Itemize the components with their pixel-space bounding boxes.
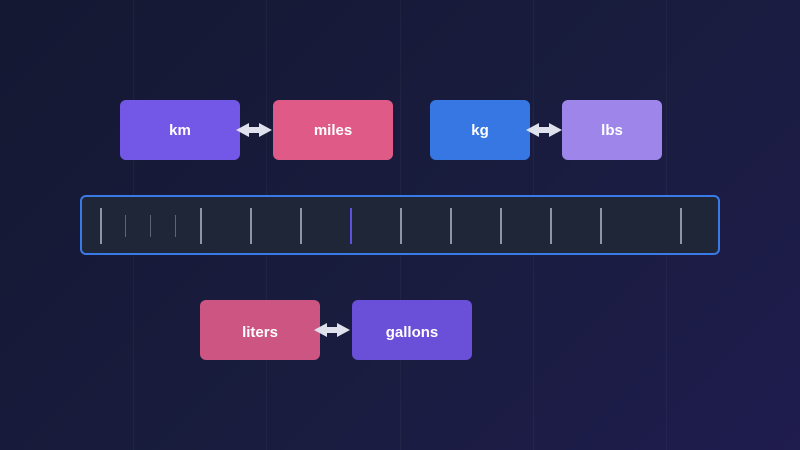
- ruler-tick: [400, 208, 402, 244]
- unit-label-lbs: lbs: [601, 121, 623, 139]
- double-arrow-swap-icon: [314, 323, 350, 337]
- ruler-tick: [100, 208, 102, 244]
- ruler-tick: [680, 208, 682, 244]
- unit-button-miles[interactable]: miles: [273, 100, 393, 160]
- unit-label-gallons: gallons: [385, 323, 439, 341]
- swap-kg-lbs-button[interactable]: [526, 122, 562, 138]
- ruler-tick: [150, 215, 151, 237]
- unit-label-kg: kg: [471, 121, 489, 139]
- swap-liters-gallons-button[interactable]: [314, 322, 350, 338]
- ruler-tick: [175, 215, 176, 237]
- swap-km-miles-button[interactable]: [236, 122, 272, 138]
- double-arrow-swap-icon: [236, 123, 272, 137]
- ruler-tick: [250, 208, 252, 244]
- ruler-tick: [550, 208, 552, 244]
- ruler-tick: [125, 215, 126, 237]
- unit-label-liters: liters: [242, 323, 278, 341]
- unit-button-lbs[interactable]: lbs: [562, 100, 662, 160]
- ruler-tick: [300, 208, 302, 244]
- unit-button-km[interactable]: km: [120, 100, 240, 160]
- ruler-tick: [500, 208, 502, 244]
- ruler-tick: [450, 208, 452, 244]
- unit-label-km: km: [169, 121, 191, 139]
- unit-button-gallons[interactable]: gallons: [352, 300, 472, 360]
- ruler-tick: [200, 208, 202, 244]
- unit-button-kg[interactable]: kg: [430, 100, 530, 160]
- ruler-scale[interactable]: [80, 195, 720, 255]
- ruler-active-tick: [350, 208, 352, 244]
- unit-button-liters[interactable]: liters: [200, 300, 320, 360]
- ruler-tick: [600, 208, 602, 244]
- double-arrow-swap-icon: [526, 123, 562, 137]
- unit-label-miles: miles: [313, 121, 353, 139]
